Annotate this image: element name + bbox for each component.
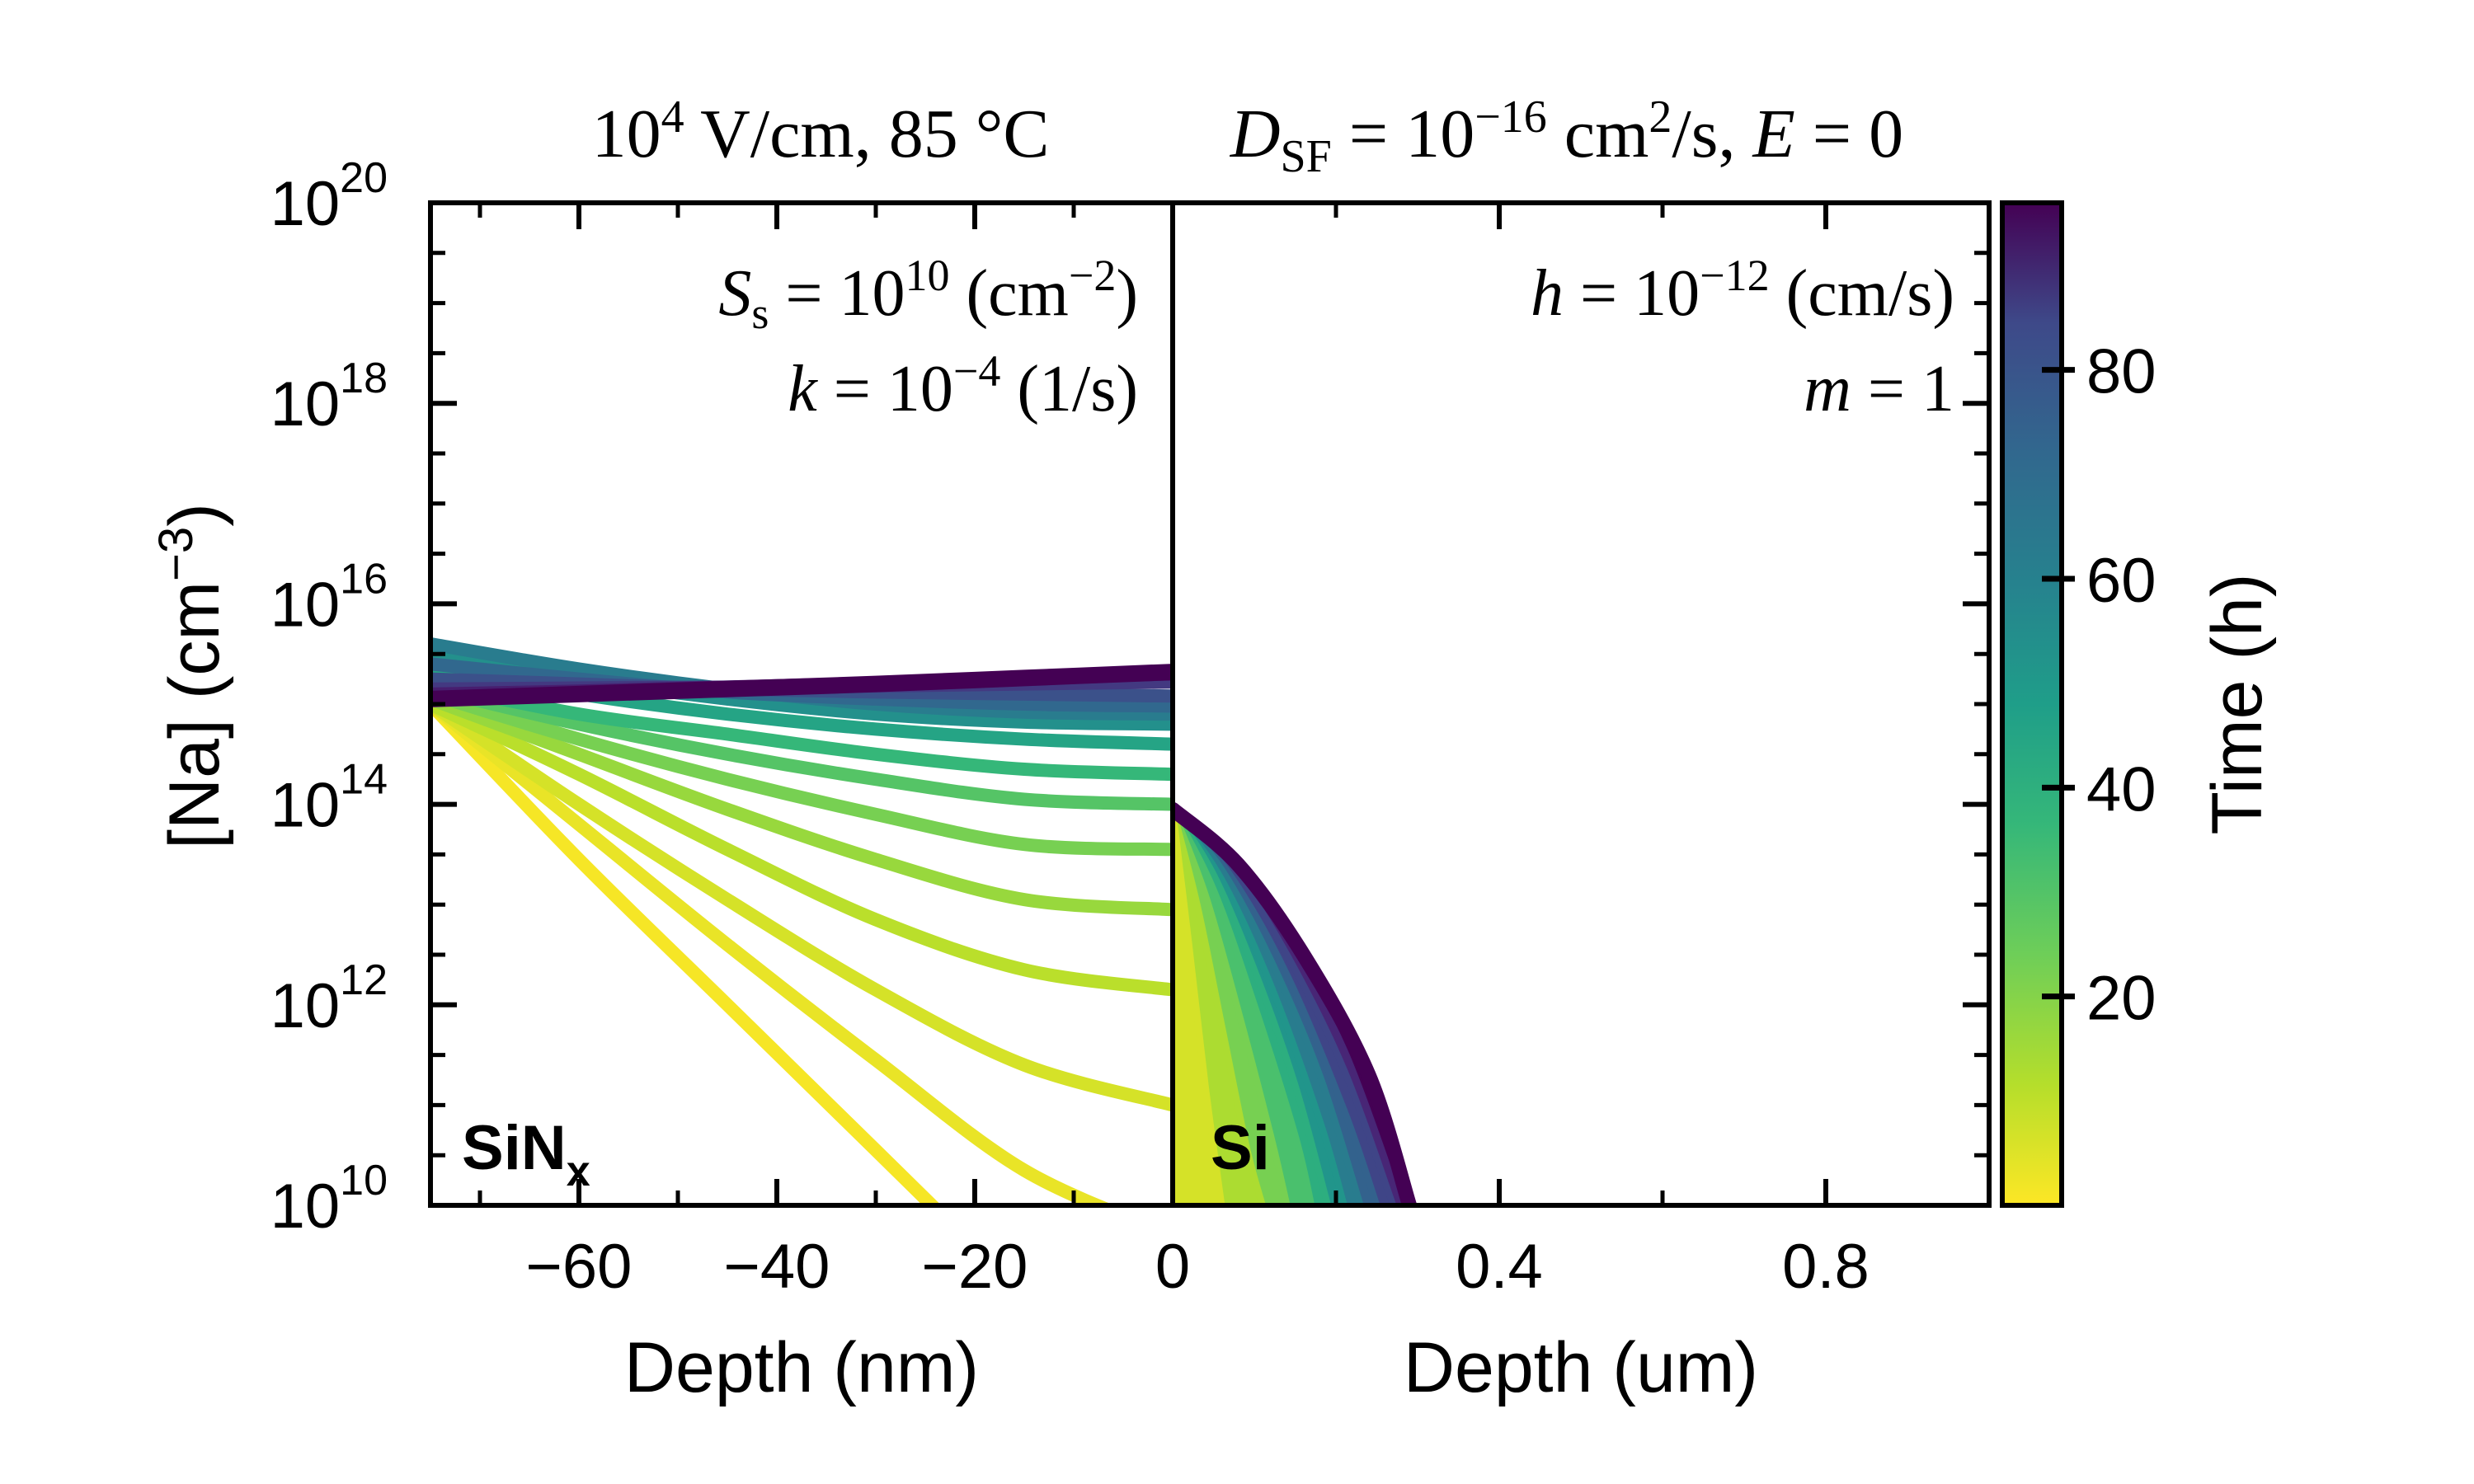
left-curve-10h [430,697,1173,997]
left-curve-15h [430,692,1173,917]
left-curve-96h [430,664,1173,707]
colorbar-title: Time (h) [2198,574,2277,835]
colorbar-ticks: 20 40 60 80 [2042,337,2157,1034]
y-axis-title: [Na] (cm−3) [149,503,234,849]
left-curve-26h [430,682,1173,811]
left-curve-3h [430,697,1115,1205]
x-right-tick-label: 0.8 [1782,1232,1870,1302]
right-panel-curves [1173,801,1418,1205]
left-panel-curves [430,637,1173,1205]
x-axis-ticks: −60 −40 −20 0 0.4 0.8 [477,201,1870,1302]
annotation-k: k = 10−4 (1/s) [788,346,1138,425]
y-axis-ticks: 1010 1012 1014 1016 1018 1020 [270,154,1991,1242]
y-tick-label: 1020 [270,154,388,239]
right-profile-6h [1173,809,1225,1205]
y-tick-label: 1010 [270,1157,388,1242]
x-right-tick-label: 0.4 [1456,1232,1543,1302]
right-curve-96h-edge [1173,801,1418,1205]
x-left-tick-label: −20 [922,1232,1028,1302]
left-curve-32h [430,677,1173,782]
colorbar-tick-label: 80 [2086,337,2157,407]
annotation-m: m = 1 [1804,353,1954,425]
y-tick-label: 1012 [270,956,388,1041]
region-label-si: Si [1211,1113,1270,1183]
y-tick-label: 1014 [270,756,388,841]
colorbar [2000,200,2064,1208]
y-tick-label: 1016 [270,555,388,640]
colorbar-tick-label: 20 [2086,964,2157,1034]
left-curve-1h [430,697,942,1205]
colorbar-tick-label: 40 [2086,754,2157,824]
colorbar-tick-label: 60 [2086,546,2157,616]
left-curve-6h [430,697,1173,1112]
right-panel-header: DSF = 10−16 cm2/s, E = 0 [1230,92,1903,182]
x-left-tick-label: −40 [724,1232,830,1302]
x-left-tick-label: −60 [526,1232,633,1302]
region-label-sinx: SiNx [462,1113,590,1195]
y-tick-label: 1018 [270,355,388,439]
x-axis-title-left: Depth (nm) [624,1328,979,1407]
x-axis-title-right: Depth (um) [1404,1328,1758,1407]
annotation-ss: Ss = 1010 (cm−2) [718,251,1138,338]
left-curve-20h [430,687,1173,857]
x-left-tick-label: 0 [1155,1232,1190,1302]
annotation-h: h = 10−12 (cm/s) [1531,251,1954,330]
left-panel-header: 104 V/cm, 85 °C [592,92,1050,172]
